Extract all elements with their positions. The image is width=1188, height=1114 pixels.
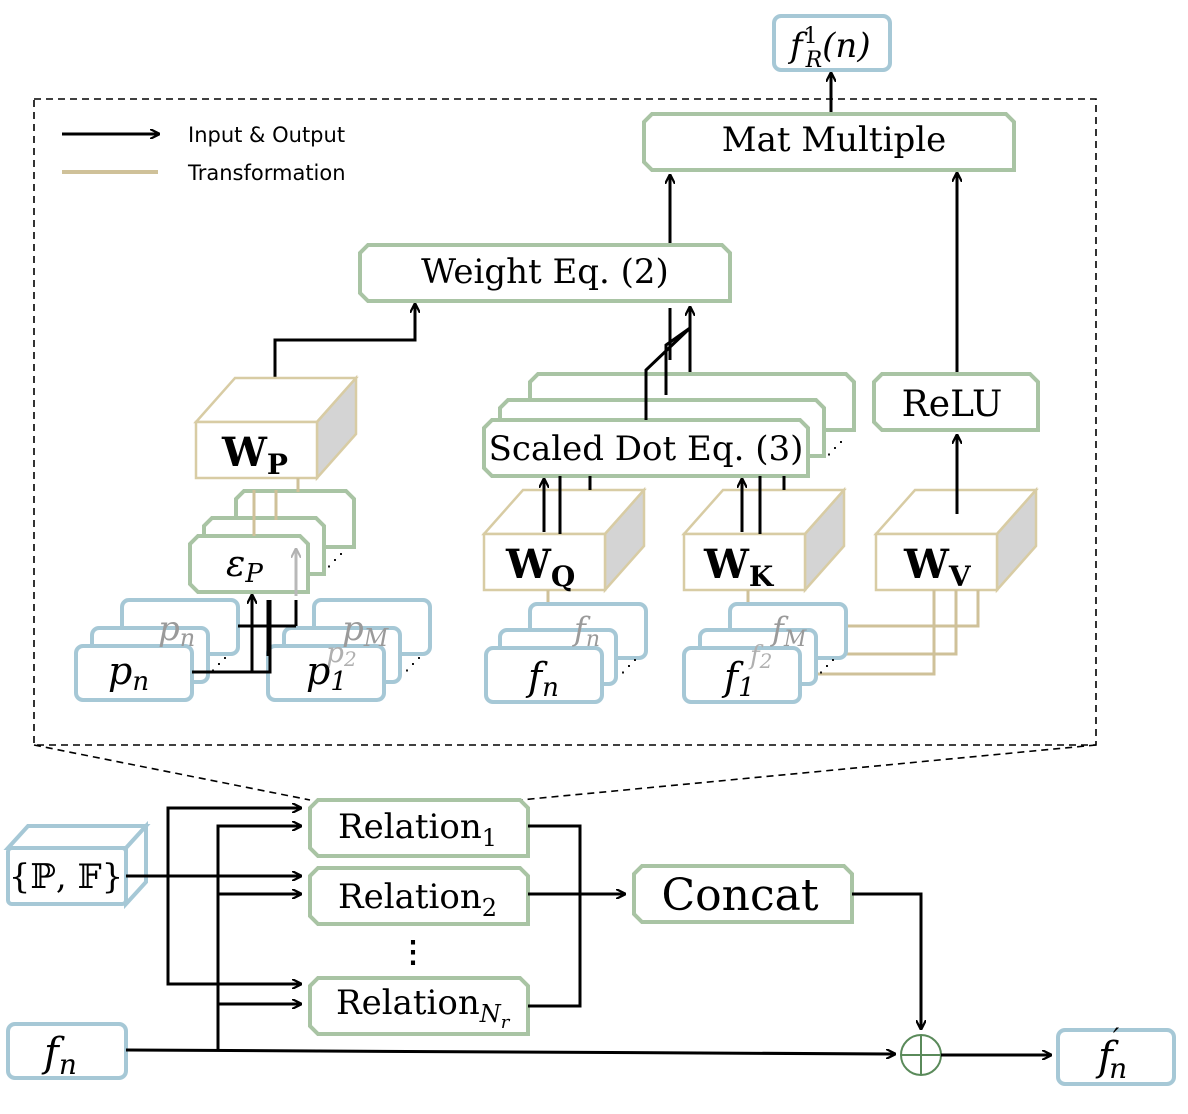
svg-text:WK: WK [703, 541, 775, 593]
set-to-relationn-arrow [166, 876, 300, 984]
relation-1-node: Relation1 [308, 798, 530, 858]
weight-eq-node: Weight Eq. (2) [358, 243, 732, 303]
fk-stack: fM f2 f1 ⋰ [682, 602, 848, 704]
mat-multiple-node: Mat Multiple [642, 112, 1016, 172]
svg-text:pn: pn [158, 609, 195, 652]
p-stack-left: pn pn ⋰ [74, 598, 240, 702]
svg-text:p2: p2 [326, 636, 357, 671]
fn-to-plus-arrow [125, 1048, 894, 1054]
set-to-relation1-arrow [166, 808, 300, 876]
legend-arrow-label: Input & Output [188, 123, 345, 147]
expansion-guide-right [519, 744, 1097, 801]
svg-text:f′n: f′n [1095, 1022, 1127, 1085]
f2-to-wv-tan [816, 590, 958, 656]
plus-node [900, 1034, 942, 1076]
fn-to-relation1-arrow [216, 826, 300, 1050]
input-set-node: {ℙ, 𝔽} [3, 820, 151, 910]
svg-text:{ℙ, 𝔽}: {ℙ, 𝔽} [9, 857, 124, 897]
p-stack-right: pM p2 p1 ⋰ [266, 598, 432, 702]
svg-text:⋰: ⋰ [326, 550, 344, 571]
wv-cube: WV [873, 486, 1039, 594]
svg-text:f1R(n): f1R(n) [787, 24, 871, 73]
svg-text:⋰: ⋰ [210, 654, 228, 675]
svg-text:⋰: ⋰ [818, 656, 836, 677]
fm-to-wv-tan [846, 590, 980, 628]
relation-n-node: RelationNr [308, 976, 530, 1036]
fq-stack: fn fn ⋰ [484, 602, 648, 704]
svg-text:RelationNr: RelationNr [336, 983, 511, 1033]
eps-p-stack: εP ⋰ [188, 489, 356, 594]
scaled-to-weight-line-1 [644, 326, 692, 420]
svg-text:pM: pM [342, 609, 390, 652]
legend-line-label: Transformation [187, 161, 346, 185]
svg-text:fn: fn [41, 1030, 77, 1081]
p-to-eps-line [192, 600, 272, 674]
wp-cube: WP [193, 374, 359, 482]
relations-merge-line [528, 824, 582, 1008]
concat-to-plus-arrow [852, 892, 921, 1028]
scaled-dot-label: Scaled Dot Eq. (3) [489, 429, 804, 469]
svg-text:εP: εP [226, 544, 263, 589]
svg-text:Relation2: Relation2 [338, 877, 497, 922]
wk-cube: WK [681, 486, 847, 594]
relu-node: ReLU [872, 372, 1040, 432]
svg-text:⋰: ⋰ [620, 656, 638, 677]
f1-to-wv-tan [800, 590, 936, 676]
svg-text:f2: f2 [748, 641, 772, 673]
legend: Input & Output Transformation [62, 123, 346, 185]
svg-text:Mat Multiple: Mat Multiple [722, 120, 946, 160]
expansion-guide-left [33, 744, 311, 801]
svg-text:Relation1: Relation1 [338, 807, 497, 852]
scaled-dot-stack: Scaled Dot Eq. (3) ⋰ [482, 372, 856, 478]
svg-text:WP: WP [221, 429, 288, 481]
relation-2-node: Relation2 [308, 866, 530, 926]
svg-text:⋰: ⋰ [404, 654, 422, 675]
svg-text:ReLU: ReLU [902, 384, 1003, 425]
wp-to-weight-arrow [273, 305, 415, 402]
svg-text:WV: WV [903, 541, 972, 593]
relation-vdots: ⋮ [398, 935, 428, 970]
svg-text:Concat: Concat [661, 870, 818, 921]
fn-input-node: fn [6, 1022, 128, 1081]
fn-output-node: f′n [1056, 1022, 1176, 1086]
svg-text:p1: p1 [306, 649, 347, 697]
svg-text:WQ: WQ [505, 541, 575, 593]
wq-cube: WQ [481, 486, 647, 594]
expanded-relation-frame [33, 98, 1097, 746]
svg-text:Weight Eq. (2): Weight Eq. (2) [421, 252, 669, 292]
scaled-dot-ellipsis: ⋰ [826, 438, 844, 459]
concat-node: Concat [632, 864, 854, 924]
scaled-to-weight-line-2 [664, 326, 691, 395]
svg-text:pn: pn [108, 649, 149, 697]
